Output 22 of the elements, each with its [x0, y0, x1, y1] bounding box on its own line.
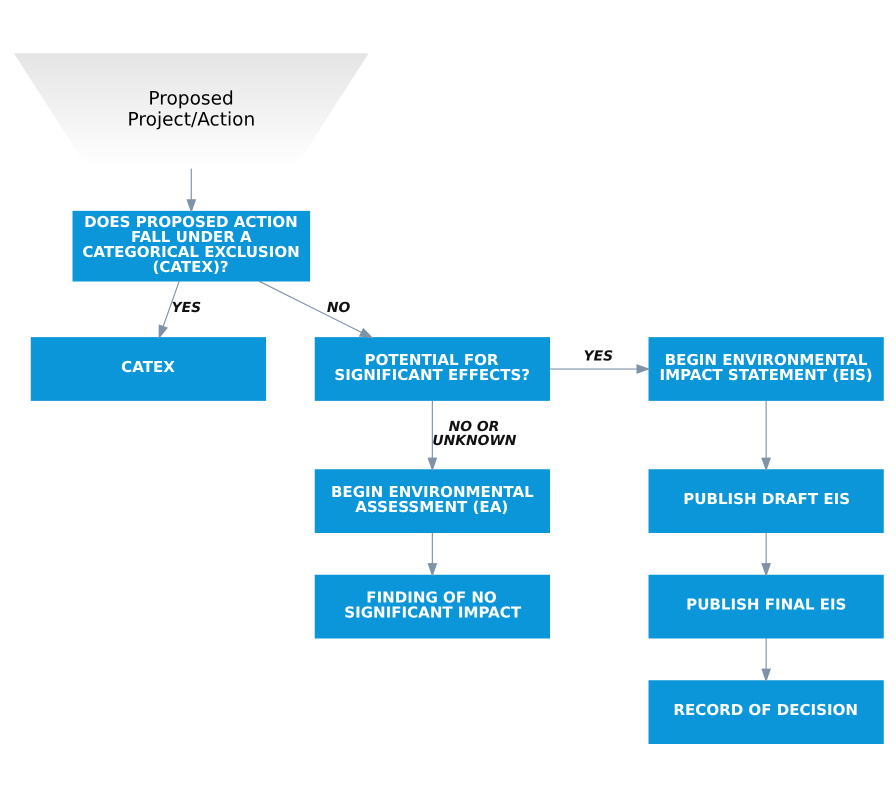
node-box: BEGIN ENVIRONMENTAL IMPACT STATEMENT (EIS) [648, 337, 884, 401]
edge-label: YES [172, 300, 202, 316]
node-box: BEGIN ENVIRONMENTAL ASSESSMENT (EA) [314, 469, 550, 534]
arrow [761, 638, 771, 682]
arrow [550, 364, 650, 374]
edge-label: YES [584, 348, 614, 364]
node-box: RECORD OF DECISION [648, 680, 884, 744]
node-box: FINDING OF NO SIGNIFICANT IMPACT [314, 574, 550, 638]
node-box: CATEX [30, 337, 266, 401]
edge-label: NO [326, 300, 350, 316]
arrow [427, 532, 438, 578]
node-box: DOES PROPOSED ACTION FALL UNDER A CATEGORICAL EXCLUSION (CATEX)? [72, 210, 310, 282]
arrow [158, 281, 180, 340]
arrow [427, 400, 438, 472]
node-box: PUBLISH FINAL EIS [648, 574, 884, 638]
arrow [761, 532, 771, 578]
arrow [761, 400, 771, 472]
arrow [186, 168, 196, 214]
node-box: POTENTIAL FOR SIGNIFICANT EFFECTS? [314, 337, 550, 401]
node-box: PUBLISH DRAFT EIS [648, 469, 884, 534]
arrow [258, 280, 374, 338]
edge-label: NO OR UNKNOWN [432, 419, 516, 450]
